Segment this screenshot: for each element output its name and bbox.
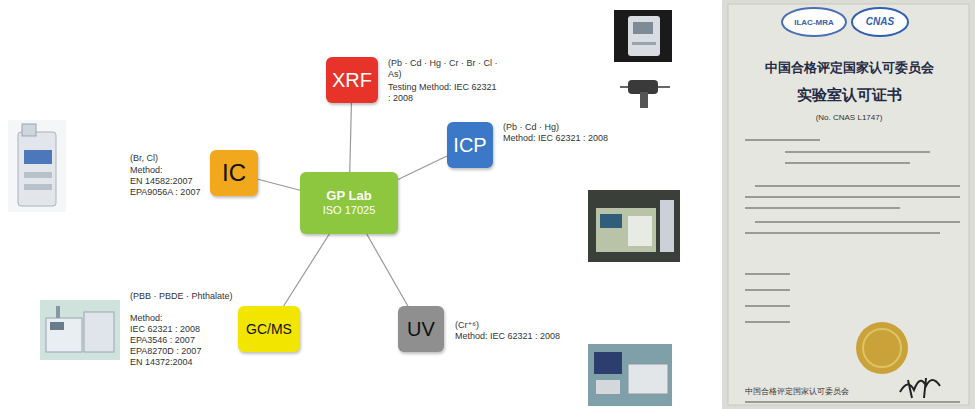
method-note: Method: IEC 62321 : 2008 bbox=[503, 133, 643, 144]
certificate-text: (No. CNAS L1747) bbox=[736, 112, 962, 123]
ic-instrument-photo bbox=[8, 120, 66, 212]
method-note: EPA3546 : 2007 bbox=[130, 335, 234, 346]
method-note: EPA9056A : 2007 bbox=[130, 187, 208, 198]
method-note: EPA8270D : 2007 bbox=[130, 346, 234, 357]
certificate-text: 中国合格评定国家认可委员会 bbox=[736, 60, 962, 76]
method-note: (Pb · Cd · Hg · Cr · Br · Cl · As) bbox=[388, 58, 500, 80]
xrf-instrument-photo bbox=[614, 10, 672, 62]
method-box: XRF bbox=[326, 57, 378, 103]
method-note: (Cr⁺⁶) bbox=[455, 320, 575, 331]
method-note: Method: bbox=[130, 165, 208, 176]
method-note: Method: bbox=[130, 313, 234, 324]
node-title: GP Lab bbox=[326, 189, 371, 204]
method-note: IEC 62321 : 2008 bbox=[130, 324, 234, 335]
hub-box: GP LabISO 17025 bbox=[300, 172, 398, 234]
certificate-text: ILAC-MRA bbox=[784, 17, 844, 28]
uv-instrument-photo bbox=[588, 344, 672, 406]
method-box: IC bbox=[210, 150, 258, 196]
method-box: GC/MS bbox=[238, 306, 300, 352]
certificate-image bbox=[722, 0, 975, 409]
handheld-xrf-photo bbox=[614, 70, 672, 116]
method-note: Method: IEC 62321 : 2008 bbox=[455, 331, 585, 342]
certificate-text: 实验室认可证书 bbox=[736, 86, 962, 104]
node-title: XRF bbox=[332, 69, 372, 92]
method-note: Testing Method: IEC 62321 : 2008 bbox=[388, 82, 500, 104]
method-note: (PBB · PBDE · Phthalate) bbox=[130, 291, 234, 302]
node-subtitle: ISO 17025 bbox=[323, 204, 376, 217]
gcms-instrument-photo bbox=[40, 300, 120, 360]
node-title: UV bbox=[407, 318, 435, 341]
connector-line bbox=[398, 156, 447, 179]
certificate-text: CNAS bbox=[855, 16, 905, 27]
method-note: EN 14582:2007 bbox=[130, 176, 208, 187]
certificate-text: 中国合格评定国家认可委员会 bbox=[745, 386, 895, 397]
icp-instrument-photo bbox=[588, 190, 680, 262]
node-title: IC bbox=[222, 159, 246, 187]
connector-line bbox=[258, 179, 300, 190]
connector-line bbox=[350, 103, 352, 172]
method-note: (Pb · Cd · Hg) bbox=[503, 122, 643, 133]
node-title: ICP bbox=[453, 134, 486, 157]
method-note: (Br, Cl) bbox=[130, 153, 208, 164]
method-box: ICP bbox=[447, 122, 493, 168]
connector-line bbox=[367, 234, 408, 306]
node-title: GC/MS bbox=[246, 321, 292, 337]
connector-line bbox=[284, 234, 330, 306]
method-note: EN 14372:2004 bbox=[130, 357, 234, 368]
method-box: UV bbox=[398, 306, 444, 352]
